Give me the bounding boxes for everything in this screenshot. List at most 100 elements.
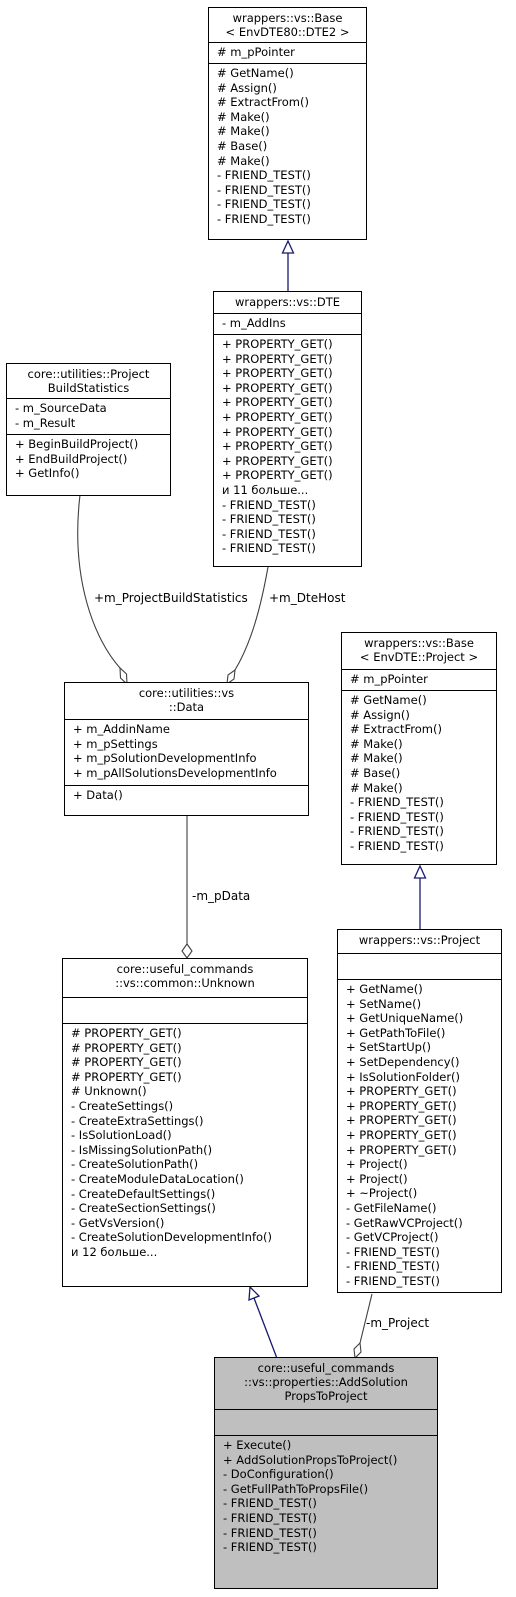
method: + PROPERTY_GET() — [222, 424, 333, 439]
method: + PROPERTY_GET() — [222, 468, 333, 483]
method: # PROPERTY_GET() — [71, 1055, 182, 1070]
method: - CreateDefaultSettings() — [71, 1186, 216, 1201]
method: + GetName() — [346, 982, 423, 996]
edge-label-project-build-statistics: +m_ProjectBuildStatistics — [94, 591, 248, 605]
class-title-line: wrappers::vs::Base — [232, 11, 343, 25]
more-members-note: и 11 больше... — [222, 482, 309, 497]
method: - FRIEND_TEST() — [222, 512, 316, 527]
class-title-line: core::useful_commands — [116, 962, 254, 976]
edge-label-dte-host: +m_DteHost — [269, 591, 346, 605]
method: # Make() — [217, 153, 270, 168]
method: # ExtractFrom() — [350, 722, 442, 737]
method: - FRIEND_TEST() — [217, 182, 311, 197]
method: + PROPERTY_GET() — [222, 453, 333, 468]
class-header: wrappers::vs::DTE — [214, 292, 361, 313]
method: + SetStartUp() — [346, 1040, 431, 1055]
method: + PROPERTY_GET() — [222, 380, 333, 395]
method: - DoConfiguration() — [223, 1467, 334, 1482]
inheritance-arrow-dte-base — [281, 239, 295, 254]
class-base-dte2[interactable]: wrappers::vs::Base < EnvDTE80::DTE2 > # … — [208, 7, 367, 240]
method: # PROPERTY_GET() — [71, 1026, 182, 1040]
method: # GetName() — [217, 66, 294, 80]
method: - FRIEND_TEST() — [223, 1540, 317, 1555]
class-project-build-statistics[interactable]: core::utilities::Project BuildStatistics… — [6, 363, 171, 496]
attribute: + m_pSettings — [73, 736, 158, 751]
method: # PROPERTY_GET() — [71, 1069, 182, 1084]
method: + EndBuildProject() — [15, 451, 128, 466]
method: - GetVsVersion() — [71, 1215, 165, 1230]
method: - FRIEND_TEST() — [223, 1510, 317, 1525]
method: # Make() — [350, 780, 403, 795]
class-header: core::useful_commands ::vs::common::Unkn… — [63, 959, 307, 997]
association-edge-buildstats-data — [77, 494, 121, 669]
attribute: # m_pPointer — [217, 45, 295, 59]
attribute: + m_pSolutionDevelopmentInfo — [73, 751, 257, 766]
class-title-line: ::Data — [168, 700, 205, 714]
method: - FRIEND_TEST() — [222, 526, 316, 541]
association-edge-project-addsolution — [359, 1293, 373, 1344]
method: - IsSolutionLoad() — [71, 1128, 172, 1143]
method: # Assign() — [217, 80, 277, 95]
method: # Make() — [350, 751, 403, 766]
method: + AddSolutionPropsToProject() — [223, 1452, 398, 1467]
method: # Assign() — [350, 707, 410, 722]
method: + PROPERTY_GET() — [222, 351, 333, 366]
method: + PROPERTY_GET() — [222, 366, 333, 381]
class-header: core::utilities::Project BuildStatistics — [7, 364, 170, 398]
method: - FRIEND_TEST() — [222, 541, 316, 556]
class-title-line: wrappers::vs::Base — [364, 636, 474, 650]
method: # Make() — [350, 736, 403, 751]
method: - FRIEND_TEST() — [217, 211, 311, 226]
attributes-section: - m_SourceData - m_Result — [7, 398, 170, 434]
method: + PROPERTY_GET() — [346, 1142, 457, 1157]
class-title-line: PropsToProject — [284, 1389, 368, 1403]
method: - CreateSettings() — [71, 1098, 174, 1113]
method: - GetVCProject() — [346, 1230, 439, 1245]
method: - FRIEND_TEST() — [350, 824, 444, 839]
class-title-line: core::utilities::Project — [27, 367, 150, 381]
method: + IsSolutionFolder() — [346, 1069, 461, 1084]
class-title-line: wrappers::vs::DTE — [234, 295, 341, 309]
class-base-project[interactable]: wrappers::vs::Base < EnvDTE::Project > #… — [341, 632, 497, 865]
class-add-solution-props-to-project[interactable]: core::useful_commands ::vs::properties::… — [214, 1357, 438, 1589]
class-unknown[interactable]: core::useful_commands ::vs::common::Unkn… — [62, 958, 308, 1287]
attribute: - m_Result — [15, 415, 76, 430]
class-dte[interactable]: wrappers::vs::DTE - m_AddIns + PROPERTY_… — [213, 291, 362, 567]
method: - CreateSolutionPath() — [71, 1157, 199, 1172]
attributes-section: + m_AddinName + m_pSettings + m_pSolutio… — [65, 719, 308, 785]
class-data[interactable]: core::utilities::vs ::Data + m_AddinName… — [64, 682, 309, 816]
class-header: wrappers::vs::Base < EnvDTE80::DTE2 > — [209, 8, 366, 42]
class-title-line: core::useful_commands — [257, 1361, 395, 1375]
class-title-line: < EnvDTE80::DTE2 > — [225, 25, 350, 39]
class-project[interactable]: wrappers::vs::Project + GetName() + SetN… — [337, 929, 502, 1293]
method: + BeginBuildProject() — [15, 437, 139, 451]
more-members-note: и 12 больше... — [71, 1244, 158, 1259]
method: + Execute() — [223, 1438, 292, 1452]
methods-section: + PROPERTY_GET() + PROPERTY_GET() + PROP… — [214, 334, 361, 559]
attributes-section — [63, 997, 307, 1023]
method: + PROPERTY_GET() — [222, 337, 333, 351]
attribute: - m_AddIns — [222, 316, 286, 330]
method: # PROPERTY_GET() — [71, 1040, 182, 1055]
attributes-section — [215, 1409, 437, 1435]
method: + PROPERTY_GET() — [222, 409, 333, 424]
methods-section: # GetName() # Assign() # ExtractFrom() #… — [209, 63, 366, 230]
methods-section: + GetName() + SetName() + GetUniqueName(… — [338, 979, 501, 1291]
method: - FRIEND_TEST() — [346, 1244, 440, 1259]
method: + PROPERTY_GET() — [346, 1127, 457, 1142]
method: + GetInfo() — [15, 466, 80, 481]
class-title-line: ::vs::properties::AddSolution — [244, 1375, 408, 1389]
method: # GetName() — [350, 693, 427, 707]
methods-section: + BeginBuildProject() + EndBuildProject(… — [7, 434, 170, 484]
method: # Base() — [350, 765, 401, 780]
method: + ~Project() — [346, 1186, 418, 1201]
method: - FRIEND_TEST() — [217, 197, 311, 212]
methods-section: # GetName() # Assign() # ExtractFrom() #… — [342, 690, 496, 857]
method: # Unknown() — [71, 1084, 147, 1099]
class-title-line: < EnvDTE::Project > — [359, 650, 479, 664]
attributes-section: - m_AddIns — [214, 313, 361, 334]
attributes-section: # m_pPointer — [342, 669, 496, 690]
method: + PROPERTY_GET() — [222, 439, 333, 454]
method: + PROPERTY_GET() — [222, 395, 333, 410]
class-header: core::utilities::vs ::Data — [65, 683, 308, 719]
